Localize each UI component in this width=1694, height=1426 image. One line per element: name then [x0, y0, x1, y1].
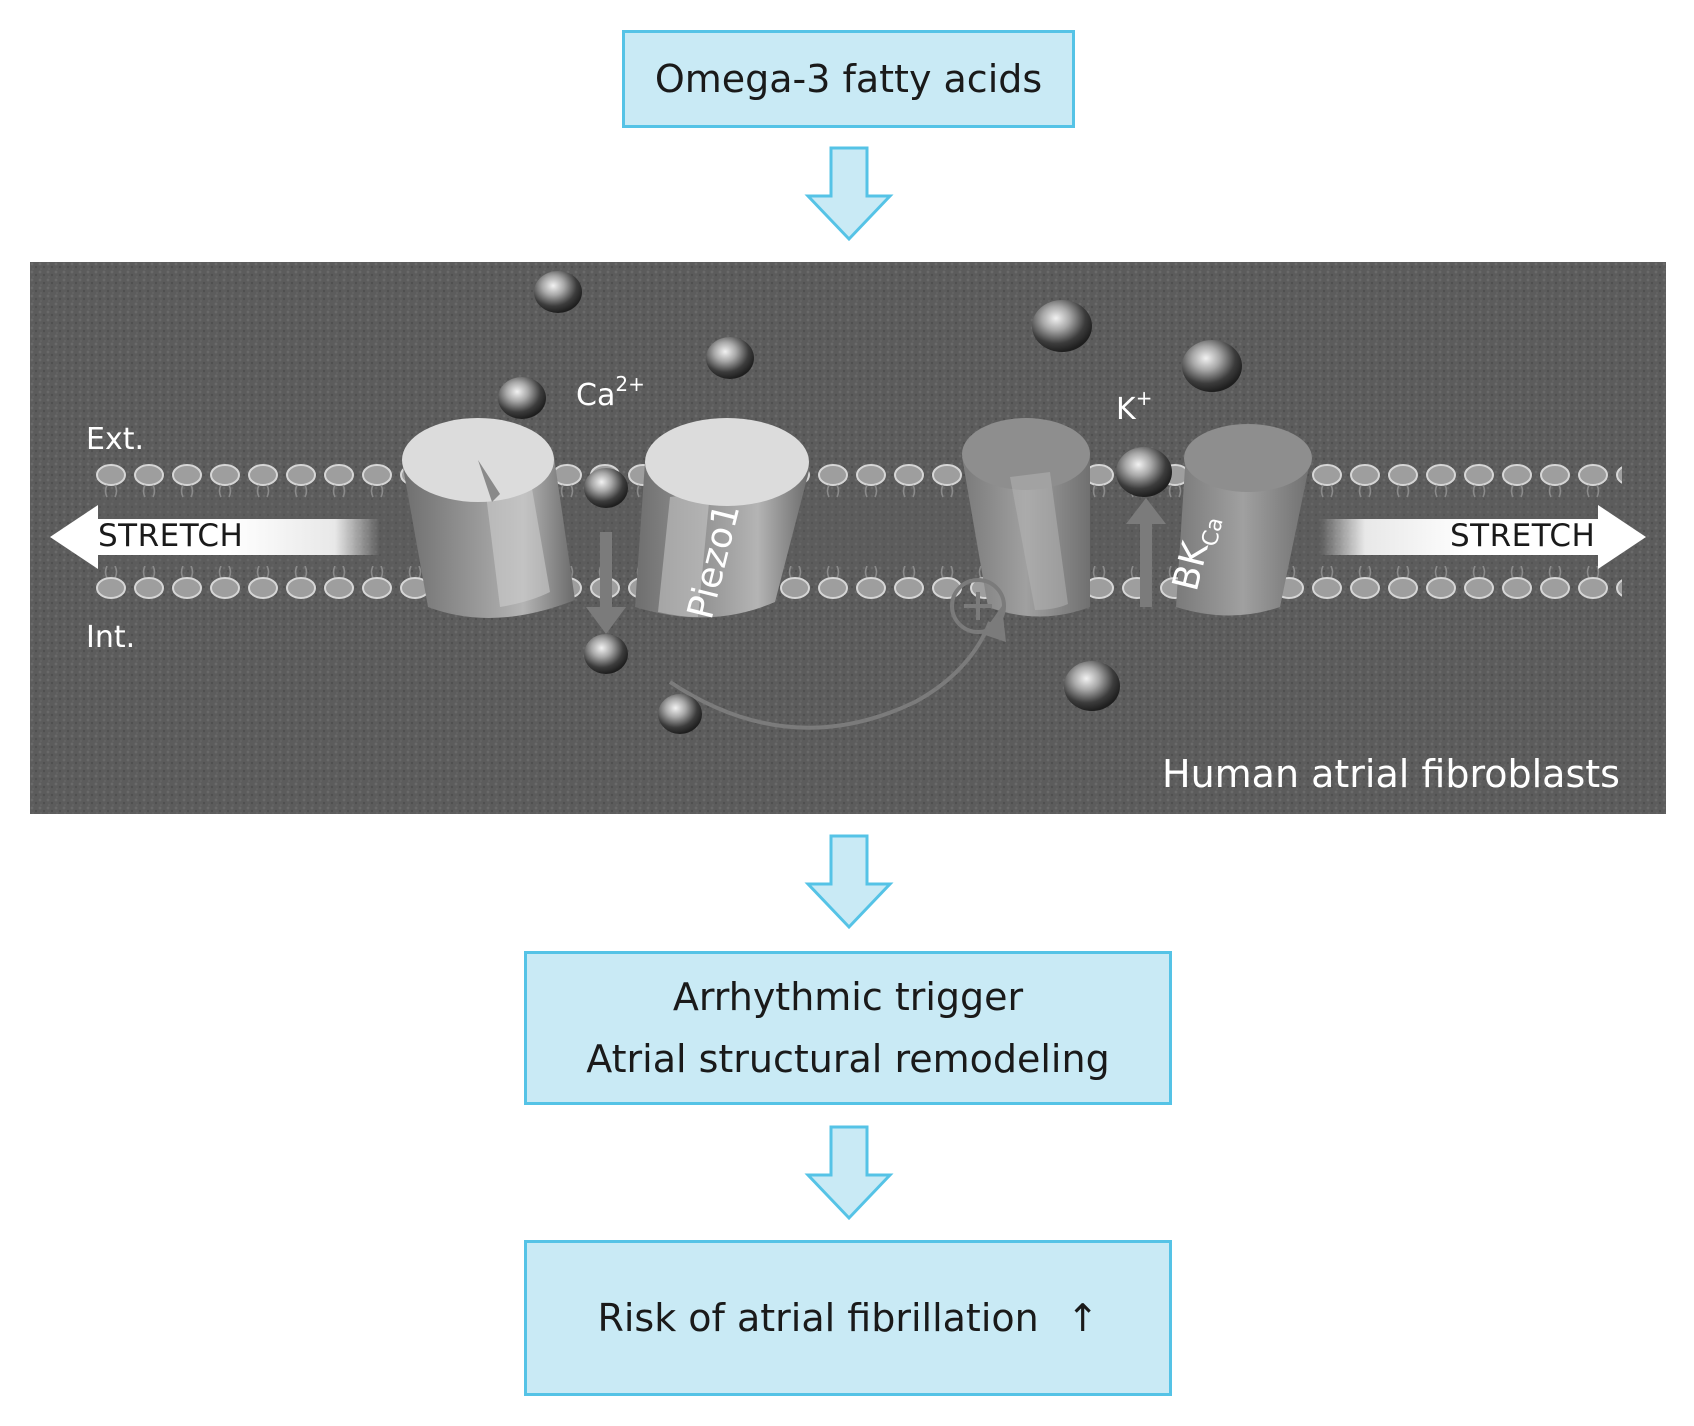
- omega3-text: Omega-3 fatty acids: [654, 57, 1043, 101]
- membrane-graphic: [30, 262, 1666, 814]
- af-risk-text: Risk of atrial fibrillation: [597, 1296, 1039, 1340]
- arrhythmic-trigger-text: Arrhythmic trigger: [672, 975, 1024, 1019]
- down-arrow-icon: [804, 1125, 894, 1221]
- af-risk-box: Risk of atrial fibrillation ↑: [524, 1240, 1172, 1396]
- increase-arrow-icon: ↑: [1066, 1296, 1099, 1340]
- ion-balls: [498, 271, 1242, 734]
- int-label: Int.: [86, 620, 136, 655]
- arrhythmic-trigger-box: Arrhythmic trigger Atrial structural rem…: [524, 951, 1172, 1105]
- activation-plus-icon: [950, 578, 1006, 634]
- calcium-ion-label: Ca2+: [576, 372, 645, 413]
- stretch-left-label: STRETCH: [98, 518, 244, 554]
- bkca-right-half: [1176, 424, 1312, 616]
- omega3-box: Omega-3 fatty acids: [622, 30, 1075, 128]
- structural-remodeling-text: Atrial structural remodeling: [586, 1037, 1110, 1081]
- potassium-ion-label: K+: [1116, 386, 1153, 427]
- piezo1-left-half: [402, 418, 575, 618]
- membrane-illustration: Ext. Int. STRETCH STRETCH Ca2+ K+ Piezo1…: [30, 262, 1666, 814]
- ext-label: Ext.: [86, 422, 145, 457]
- down-arrow-icon: [804, 834, 894, 930]
- stretch-right-label: STRETCH: [1450, 518, 1596, 554]
- down-arrow-icon: [804, 146, 894, 242]
- cell-type-label: Human atrial fibroblasts: [1162, 752, 1620, 796]
- piezo1-right-half: [635, 418, 810, 618]
- bkca-left-half: [962, 418, 1090, 617]
